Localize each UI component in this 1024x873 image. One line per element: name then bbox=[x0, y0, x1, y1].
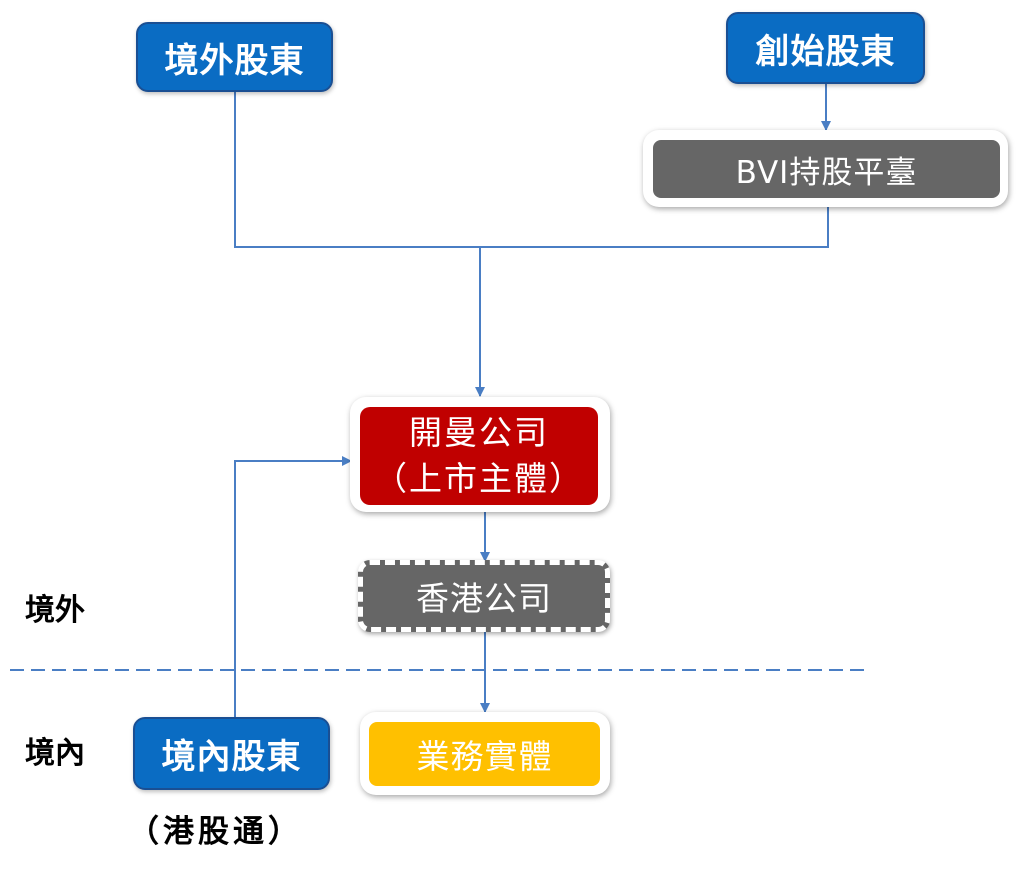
node-founder-shareholders[interactable]: 創始股東 bbox=[726, 12, 925, 84]
node-bvi-holding-platform-label: BVI持股平臺 bbox=[735, 154, 918, 191]
node-cayman-company-sublabel: （上市主體） bbox=[374, 459, 584, 498]
node-cayman-company-label: 開曼公司 bbox=[409, 413, 549, 452]
label-onshore-region: 境內 bbox=[25, 736, 85, 771]
edge-bvi-to-bus bbox=[480, 207, 829, 248]
edge-offshore-to-bus bbox=[234, 92, 480, 248]
node-hk-company[interactable]: 香港公司 bbox=[358, 560, 610, 632]
node-founder-shareholders-label: 創始股東 bbox=[755, 31, 896, 72]
node-operating-entity-label: 業務實體 bbox=[416, 737, 553, 776]
label-offshore-region: 境外 bbox=[25, 593, 85, 628]
node-operating-entity[interactable]: 業務實體 bbox=[369, 722, 600, 786]
label-stock-connect-note: （港股通） bbox=[128, 814, 303, 850]
node-domestic-shareholders[interactable]: 境內股東 bbox=[133, 717, 330, 790]
node-bvi-holding-platform[interactable]: BVI持股平臺 bbox=[653, 140, 1000, 198]
node-domestic-shareholders-label: 境內股東 bbox=[161, 737, 302, 777]
node-cayman-company[interactable]: 開曼公司 （上市主體） bbox=[360, 407, 598, 505]
edge-domestic-to-cayman bbox=[234, 456, 352, 717]
node-hk-company-label: 香港公司 bbox=[416, 579, 552, 618]
node-offshore-shareholders-label: 境外股東 bbox=[164, 40, 305, 81]
node-offshore-shareholders[interactable]: 境外股東 bbox=[136, 22, 333, 92]
